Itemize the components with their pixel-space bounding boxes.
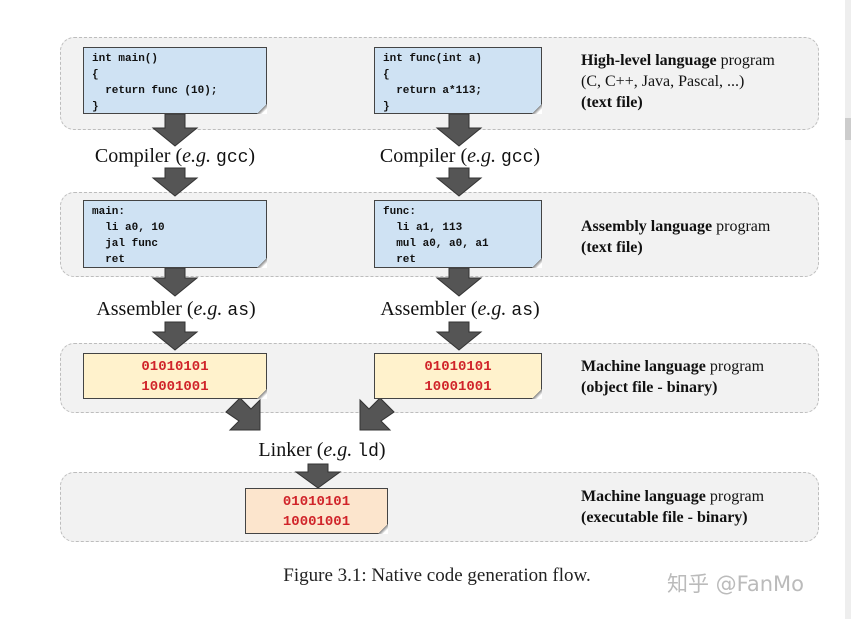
arrow-icon [435, 113, 483, 147]
arrow-icon [151, 113, 199, 147]
scrollbar[interactable] [845, 0, 851, 619]
watermark: 知乎 @FanMo [667, 572, 804, 596]
high-level-description: High-level language program (C, C++, Jav… [581, 52, 775, 111]
scrollbar-thumb[interactable] [845, 118, 851, 140]
func-object-file: 01010101 10001001 [374, 353, 542, 399]
func-assembly: func: li a1, 113 mul a0, a0, a1 ret [374, 200, 542, 268]
arrow-icon [435, 267, 483, 297]
arrow-icon [435, 167, 483, 197]
band-executable [60, 472, 819, 542]
main-assembly: main: li a0, 10 jal func ret [83, 200, 267, 268]
object-description: Machine language program (object file - … [581, 358, 765, 396]
main-object-file: 01010101 10001001 [83, 353, 267, 399]
assembler-label-left: Assembler (e.g. as) [96, 298, 256, 321]
compiler-label-right: Compiler (e.g. gcc) [379, 145, 541, 168]
figure-caption: Figure 3.1: Native code generation flow. [283, 565, 591, 586]
arrow-icon [151, 321, 199, 351]
arrow-icon [435, 321, 483, 351]
arrow-icon [359, 397, 395, 431]
executable-description: Machine language program (executable fil… [581, 488, 765, 526]
main-c-source: int main() { return func (10); } [83, 47, 267, 114]
linker-label: Linker (e.g. ld) [258, 439, 386, 462]
arrow-icon [294, 463, 342, 489]
arrow-icon [151, 167, 199, 197]
func-c-source: int func(int a) { return a*113; } [374, 47, 542, 114]
compiler-label-left: Compiler (e.g. gcc) [94, 145, 256, 168]
assembly-description: Assembly language program (text file) [581, 218, 771, 256]
arrow-icon [225, 397, 261, 431]
assembler-label-right: Assembler (e.g. as) [380, 298, 540, 321]
executable-file: 01010101 10001001 [245, 488, 388, 534]
arrow-icon [151, 267, 199, 297]
